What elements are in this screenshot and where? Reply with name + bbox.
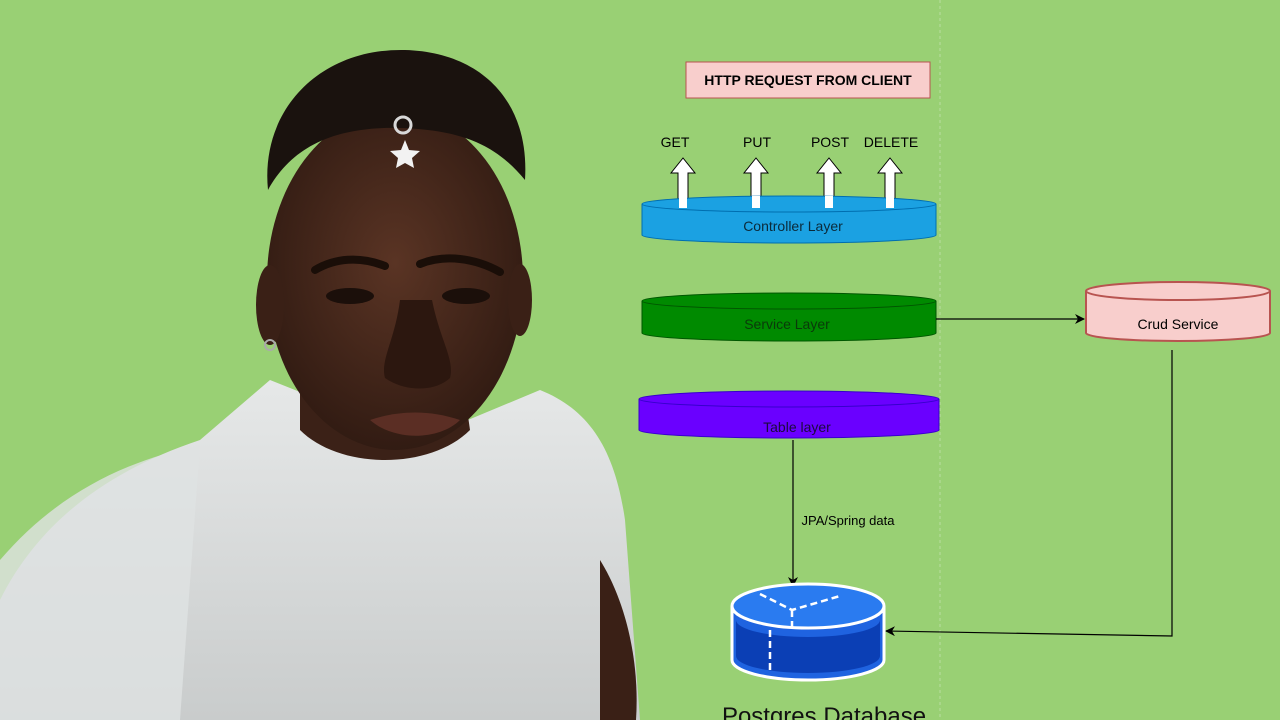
earring-icon bbox=[264, 339, 276, 351]
table-layer-label: Table layer bbox=[763, 419, 831, 435]
face bbox=[267, 110, 523, 450]
left-ear bbox=[256, 265, 284, 345]
method-get: GET bbox=[661, 134, 690, 150]
service-layer-label: Service Layer bbox=[744, 316, 830, 332]
shirt-sleeve bbox=[0, 445, 200, 720]
person-photo bbox=[0, 49, 640, 720]
right-ear bbox=[508, 264, 532, 336]
method-delete: DELETE bbox=[864, 134, 918, 150]
arm bbox=[600, 560, 637, 720]
right-eye bbox=[442, 288, 490, 304]
table-layer: Table layer bbox=[638, 390, 940, 439]
database-icon bbox=[730, 582, 886, 682]
ring-icon bbox=[393, 115, 413, 135]
nose bbox=[383, 300, 451, 389]
http-request-header: HTTP REQUEST FROM CLIENT bbox=[685, 61, 931, 99]
right-eyebrow bbox=[416, 254, 504, 276]
http-methods: GET PUT POST DELETE bbox=[661, 134, 918, 209]
service-layer: Service Layer bbox=[641, 292, 937, 342]
mouth bbox=[370, 412, 460, 436]
edge-label-jpa: JPA/Spring data bbox=[802, 513, 896, 528]
star-icon bbox=[390, 140, 420, 168]
method-put: PUT bbox=[743, 134, 771, 150]
header-text: HTTP REQUEST FROM CLIENT bbox=[704, 72, 912, 88]
left-eye bbox=[326, 288, 374, 304]
database-label: Postgres Database bbox=[722, 703, 926, 720]
header-box bbox=[685, 61, 931, 99]
method-post: POST bbox=[811, 134, 850, 150]
crud-service: Crud Service bbox=[1085, 281, 1271, 342]
controller-layer-label: Controller Layer bbox=[743, 218, 843, 234]
crud-to-db-edge bbox=[885, 350, 1173, 637]
crud-service-label: Crud Service bbox=[1138, 316, 1219, 332]
left-eyebrow bbox=[311, 255, 389, 274]
controller-layer: Controller Layer bbox=[641, 195, 937, 244]
